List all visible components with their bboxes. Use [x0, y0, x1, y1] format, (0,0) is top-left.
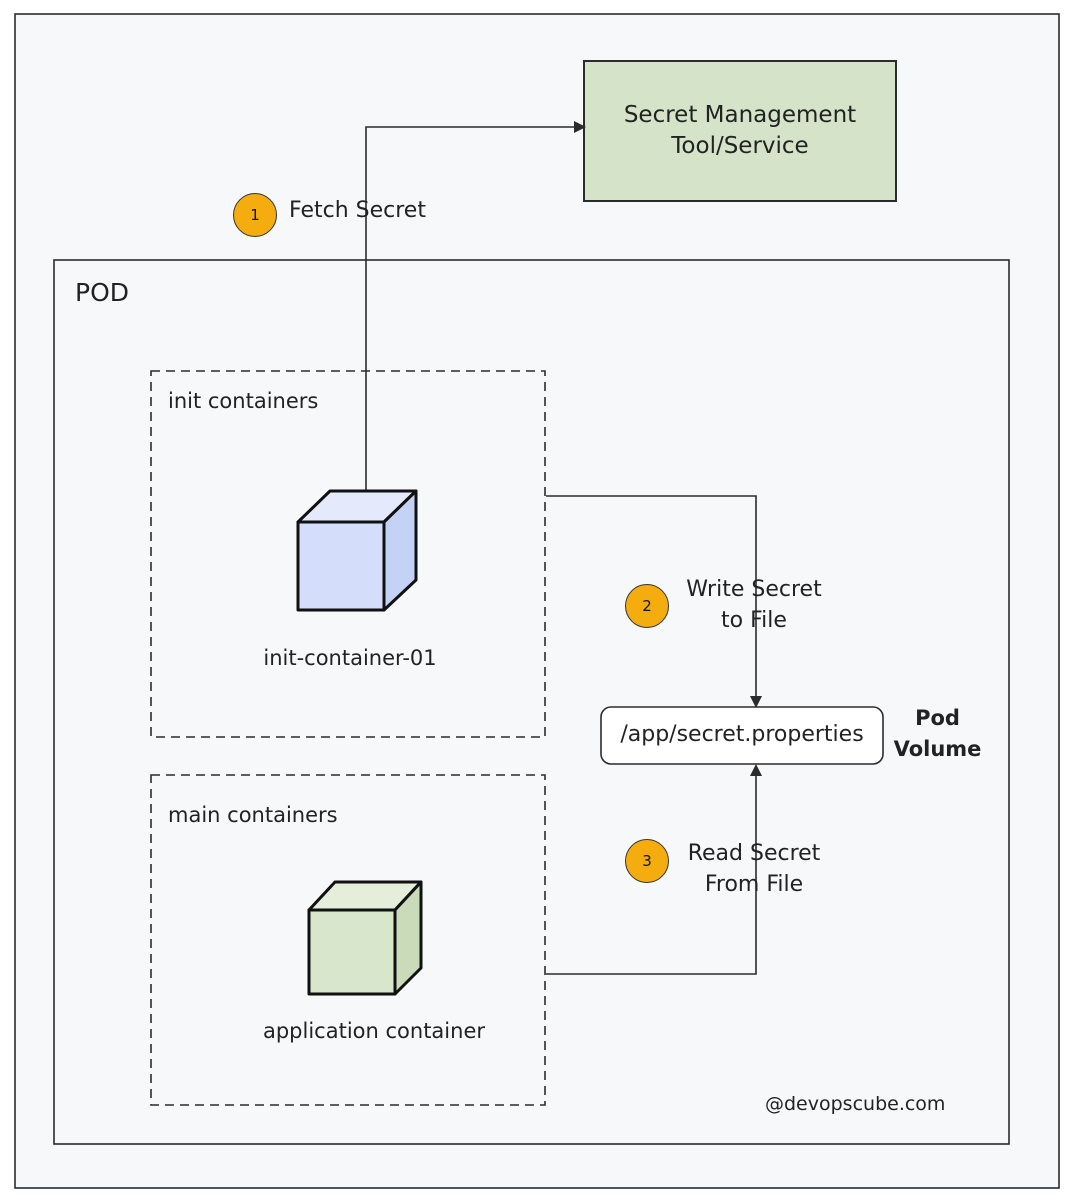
volume-box [600, 706, 884, 765]
write-secret-arrow [546, 495, 762, 708]
volume-path: /app/secret.properties [620, 722, 864, 747]
secret-service-line1: Secret Management [623, 102, 857, 128]
read-secret-arrow [546, 764, 762, 975]
init-container-cube-icon [296, 489, 418, 612]
step-3-line1: Read Secret [687, 841, 821, 866]
step-2-badge: 2 [625, 584, 669, 628]
init-containers-group [150, 370, 546, 738]
secret-service-line2: Tool/Service [671, 133, 809, 159]
init-containers-label: init containers [168, 389, 319, 413]
step-1-label: Fetch Secret [289, 198, 426, 223]
pod-volume-label: Pod Volume [890, 703, 985, 765]
pod-label: POD [75, 278, 130, 307]
init-container-name: init-container-01 [263, 646, 437, 670]
step-2-line2: to File [721, 608, 787, 633]
pod-volume-line2: Volume [893, 737, 982, 761]
step-3-badge: 3 [625, 839, 669, 883]
pod-box [53, 259, 1010, 1145]
secret-service-box [583, 60, 897, 202]
step-1-badge: 1 [233, 193, 277, 237]
step-2-line1: Write Secret [686, 577, 822, 602]
watermark: @devopscube.com [765, 1093, 946, 1115]
main-containers-label: main containers [168, 803, 338, 827]
main-containers-group [150, 774, 546, 1106]
step-3-label: Read Secret From File [672, 838, 836, 900]
application-container-cube-icon [307, 880, 423, 996]
step-3-line2: From File [704, 872, 804, 897]
fetch-secret-arrow [365, 121, 586, 490]
secret-service-label: Secret Management Tool/Service [584, 100, 896, 162]
step-2-label: Write Secret to File [672, 574, 836, 636]
pod-volume-line1: Pod [915, 706, 960, 730]
application-container-name: application container [262, 1019, 486, 1043]
